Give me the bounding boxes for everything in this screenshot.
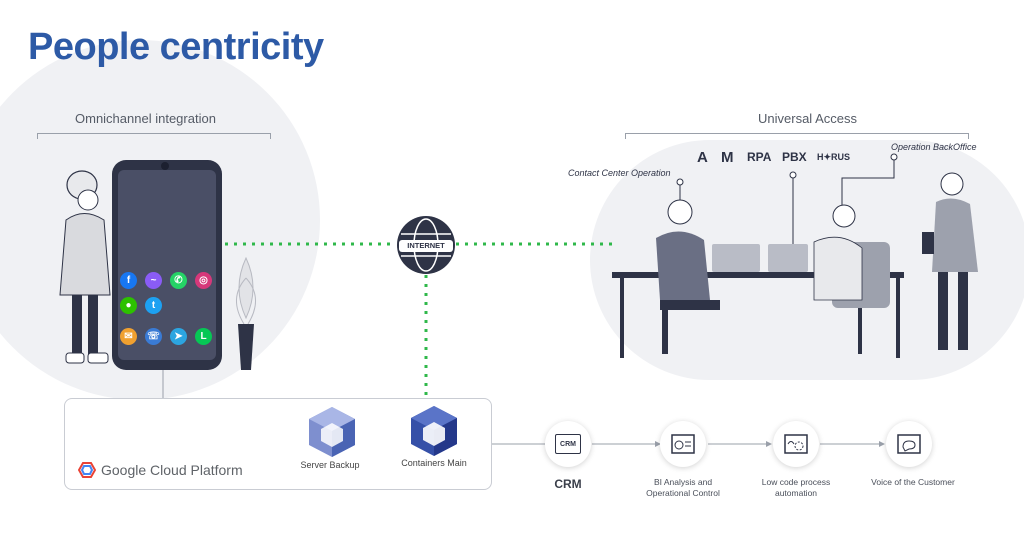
voice-customer-label: Voice of the Customer <box>871 477 955 487</box>
whatsapp-icon[interactable]: ✆ <box>170 272 187 289</box>
voice-customer-node[interactable] <box>886 421 932 467</box>
wechat-icon[interactable]: ● <box>120 297 137 314</box>
server-backup-cube-icon <box>309 407 355 457</box>
twitter-icon[interactable]: t <box>145 297 162 314</box>
bi-analysis-icon <box>671 434 695 454</box>
email-icon[interactable]: ✉ <box>120 328 137 345</box>
automation-label: Low code process automation <box>761 477 831 498</box>
bi-analysis-node[interactable] <box>660 421 706 467</box>
phone-icon[interactable]: ☏ <box>145 328 162 345</box>
server-backup-label: Server Backup <box>300 460 360 470</box>
gcp-logo-icon <box>78 462 96 478</box>
backoffice-annotation: Operation BackOffice <box>891 142 977 152</box>
omnichannel-bracket <box>37 133 271 139</box>
telegram-icon[interactable]: ➤ <box>170 328 187 345</box>
plant-illustration <box>236 256 256 370</box>
brand-logo-m: M <box>721 149 734 166</box>
brand-logo-pbx: PBX <box>782 150 807 164</box>
crm-icon: CRM <box>555 434 581 454</box>
contact-center-annotation: Contact Center Operation <box>568 168 671 178</box>
bi-analysis-label: BI Analysis and Operational Control <box>646 477 720 498</box>
universal-access-title: Universal Access <box>758 111 857 126</box>
internet-label: INTERNET <box>399 240 453 252</box>
crm-label: CRM <box>554 477 582 491</box>
page-title: People centricity <box>28 26 324 68</box>
universal-access-bracket <box>625 133 969 139</box>
line-icon[interactable]: L <box>195 328 212 345</box>
woman-figure-illustration <box>59 170 111 364</box>
brand-logo-rpa: RPA <box>747 150 772 164</box>
phone-camera <box>161 162 169 170</box>
voice-customer-icon <box>897 434 921 454</box>
brand-logo-horus: H✦RUS <box>817 152 851 162</box>
instagram-icon[interactable]: ◎ <box>195 272 212 289</box>
facebook-icon[interactable]: f <box>120 272 137 289</box>
phone-apps-grid: f ~ ✆ ◎ ● t ✉ ☏ ➤ L <box>120 272 214 345</box>
messenger-icon[interactable]: ~ <box>145 272 162 289</box>
containers-main-cube-icon <box>411 406 457 456</box>
omnichannel-title: Omnichannel integration <box>75 111 216 126</box>
office-scene-illustration <box>612 172 978 358</box>
crm-node[interactable]: CRM <box>545 421 591 467</box>
automation-node[interactable] <box>773 421 819 467</box>
gcp-label: Google Cloud Platform <box>101 462 243 478</box>
containers-main-label: Containers Main <box>401 458 467 468</box>
brand-logo-a: A <box>697 149 708 166</box>
automation-icon <box>784 434 808 454</box>
